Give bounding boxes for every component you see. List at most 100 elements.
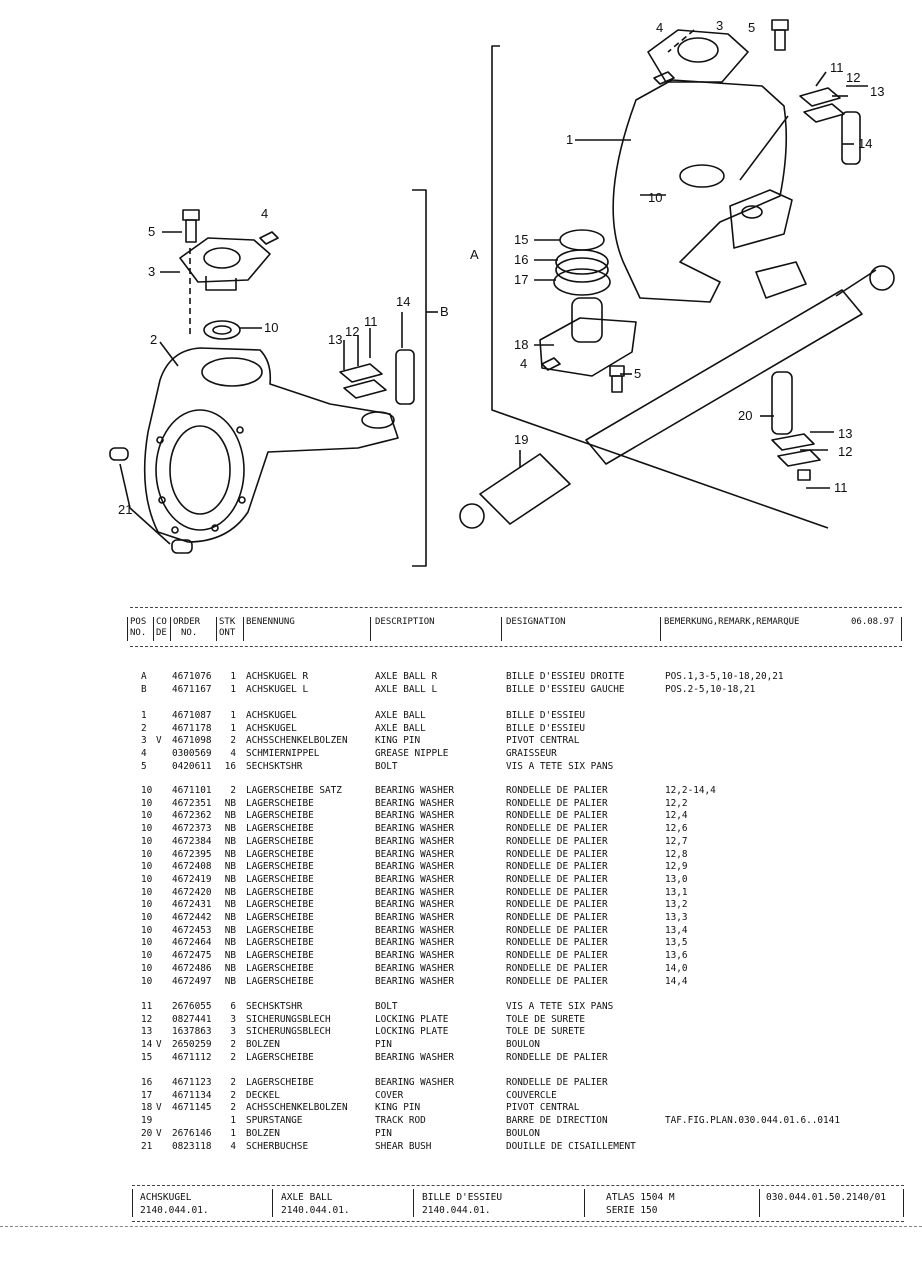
cell-order: 4671101 (172, 785, 212, 796)
cell-desig: COUVERCLE (506, 1089, 557, 1101)
footer-doc-number: 030.044.01.50.2140/01 (766, 1192, 887, 1203)
cell-order: 4672431 (172, 899, 212, 911)
footer-separator (272, 1189, 273, 1217)
cell-desc: COVER (375, 1089, 404, 1101)
cell-pos: 10 (141, 886, 153, 898)
callout-13: 13 (870, 84, 884, 99)
cell-desig: BARRE DE DIRECTION (506, 1115, 608, 1127)
cell-pos: A (141, 671, 147, 682)
cell-ben: BOLZEN (246, 1127, 280, 1139)
cell-desig: RONDELLE DE PALIER (506, 886, 608, 898)
cell-desig: PIVOT CENTRAL (506, 735, 580, 747)
cell-order: 4672362 (172, 810, 212, 822)
cell-co: V (156, 1102, 162, 1114)
callout-10: 10 (264, 320, 278, 335)
column-separator (216, 617, 217, 641)
cell-desc: BEARING WASHER (375, 861, 455, 873)
cell-ben: ACHSKUGEL (246, 722, 297, 734)
cell-desc: AXLE BALL L (375, 683, 438, 695)
cell-qty: NB (224, 873, 236, 885)
cell-qty: NB (224, 886, 236, 898)
cell-ben: LAGERSCHEIBE (246, 835, 314, 847)
cell-pos: 3 (141, 735, 147, 747)
callout-12: 12 (838, 444, 852, 459)
cell-ben: ACHSKUGEL L (246, 683, 309, 695)
cell-qty: 1 (230, 710, 236, 721)
cell-pos: 10 (141, 810, 153, 822)
cell-pos: 10 (141, 861, 153, 873)
cell-desc: AXLE BALL (375, 710, 426, 721)
callout-11: 11 (834, 480, 848, 495)
callout-5: 5 (148, 224, 155, 239)
cell-qty: 16 (224, 760, 236, 772)
header-order-number: NO. (181, 628, 198, 638)
cell-order: 4671178 (172, 722, 212, 734)
cell-rem: POS.1,3-5,10-18,20,21 (665, 671, 784, 682)
cell-desig: BILLE D'ESSIEU DROITE (506, 671, 625, 682)
cell-ben: LAGERSCHEIBE (246, 912, 314, 923)
cell-desc: PIN (375, 1127, 392, 1139)
callout-14: 14 (396, 294, 410, 309)
callout-5: 5 (634, 366, 641, 381)
cell-pos: 1 (141, 710, 147, 721)
cell-desig: PIVOT CENTRAL (506, 1102, 580, 1114)
cell-desig: BILLE D'ESSIEU GAUCHE (506, 683, 625, 695)
cell-order: 0823118 (172, 1140, 212, 1152)
callout-21: 21 (118, 502, 132, 517)
cell-qty: 2 (230, 1089, 236, 1101)
header-date: 06.08.97 (851, 617, 895, 627)
callout-3: 3 (716, 18, 723, 33)
cell-order: 4672351 (172, 797, 212, 809)
column-separator (901, 617, 902, 641)
cell-rem: 13,2 (665, 899, 688, 911)
cell-rem: POS.2-5,10-18,21 (665, 683, 756, 695)
cell-rem: 12,2-14,4 (665, 785, 716, 796)
callout-10: 10 (648, 190, 662, 205)
cell-qty: NB (224, 797, 236, 809)
cell-desc: BEARING WASHER (375, 785, 455, 796)
header-pos-no: POS NO. (130, 617, 146, 639)
cell-order: 4671098 (172, 735, 212, 747)
cell-order: 4672442 (172, 912, 212, 923)
footer-de-name: ACHSKUGEL (140, 1192, 192, 1203)
cell-desig: RONDELLE DE PALIER (506, 848, 608, 860)
cell-desig: RONDELLE DE PALIER (506, 912, 608, 923)
cell-desc: BEARING WASHER (375, 810, 455, 822)
column-separator (153, 617, 154, 641)
column-separator (127, 617, 128, 641)
callout-13: 13 (838, 426, 852, 441)
cell-pos: 4 (141, 748, 147, 760)
footer-top-rule (132, 1185, 904, 1186)
callout-11: 11 (364, 314, 378, 329)
callout-4: 4 (656, 20, 663, 35)
cell-desig: RONDELLE DE PALIER (506, 924, 608, 936)
cell-order: 1637863 (172, 1026, 212, 1038)
cell-pos: 10 (141, 962, 153, 974)
cell-order: 0420611 (172, 760, 212, 772)
cell-rem: 13,3 (665, 912, 688, 923)
cell-pos: 14 (141, 1039, 153, 1051)
footer: ACHSKUGEL 2140.044.01. AXLE BALL 2140.04… (0, 1185, 922, 1225)
callout-A: A (470, 247, 479, 262)
callout-5: 5 (748, 20, 755, 35)
cell-rem: 14,4 (665, 975, 688, 987)
cell-qty: 1 (230, 683, 236, 695)
callout-1: 1 (566, 132, 573, 147)
cell-desc: BEARING WASHER (375, 835, 455, 847)
cell-rem: 13,5 (665, 937, 688, 949)
cell-order: 4672395 (172, 848, 212, 860)
cell-rem: 13,1 (665, 886, 688, 898)
cell-order: 4671145 (172, 1102, 212, 1114)
callout-12: 12 (846, 70, 860, 85)
